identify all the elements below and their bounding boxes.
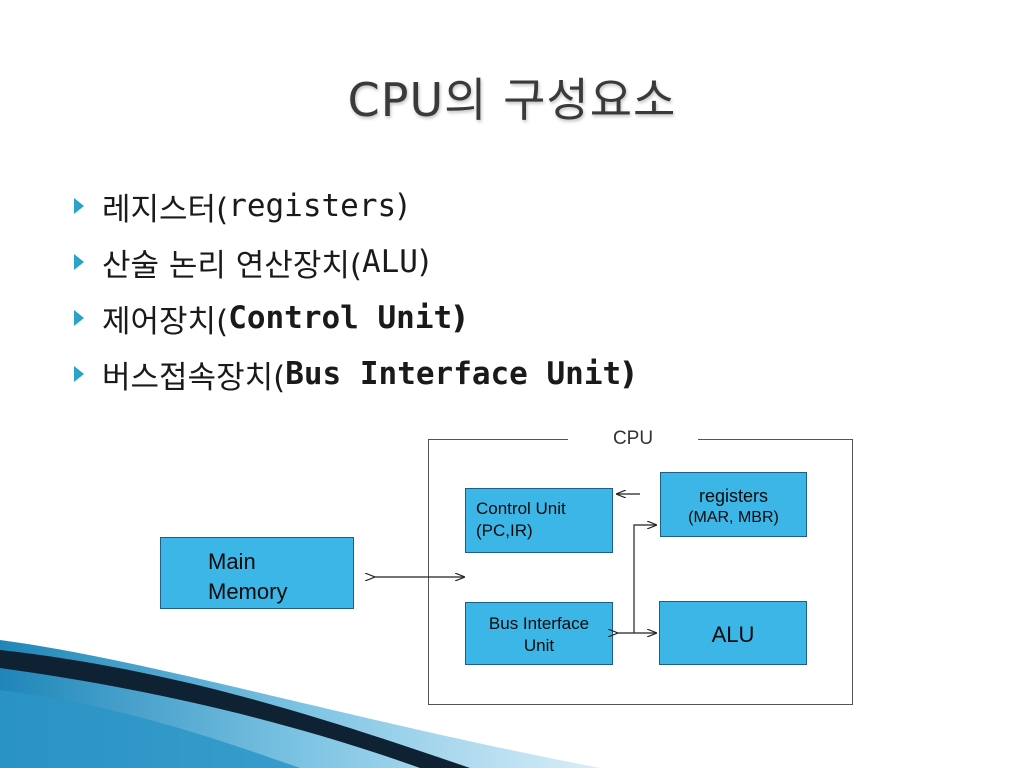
registers-line1: registers <box>698 486 769 506</box>
alu-box: ALU <box>659 601 807 665</box>
bullet-registers: 레지스터(registers) <box>74 178 635 234</box>
registers-line2: (MAR, MBR) <box>688 509 779 526</box>
bullet-control-unit: 제어장치(Control Unit) <box>74 290 635 346</box>
bullet-suffix: ) <box>396 188 409 224</box>
slide-title: CPU의 구성요소 <box>347 73 677 127</box>
bullet-term: Bus Interface Unit <box>285 356 622 392</box>
triangle-bullet-icon <box>74 254 84 270</box>
biu-registers-connector <box>633 525 656 633</box>
bullet-text: 산술 논리 연산장치( <box>102 247 362 284</box>
bus-interface-unit-box: Bus Interface Unit <box>465 602 613 665</box>
main-memory-box: Main Memory <box>160 537 354 609</box>
bullet-text: 레지스터( <box>102 191 229 228</box>
triangle-bullet-icon <box>74 366 84 382</box>
bullet-text: 제어장치( <box>102 303 229 340</box>
biu-line2: Unit <box>523 636 555 655</box>
cpu-label: CPU <box>568 428 698 450</box>
biu-line1: Bus Interface <box>488 614 590 633</box>
main-memory-line1: Main <box>208 549 256 574</box>
control-unit-box: Control Unit (PC,IR) <box>465 488 613 553</box>
bullet-bus-interface-unit: 버스접속장치(Bus Interface Unit) <box>74 346 635 402</box>
alu-label: ALU <box>711 622 755 647</box>
bullet-list: 레지스터(registers) 산술 논리 연산장치(ALU) 제어장치(Con… <box>74 178 635 402</box>
control-unit-line1: Control Unit <box>476 499 566 518</box>
bullet-term: ALU <box>361 244 418 280</box>
bullet-text: 버스접속장치( <box>102 359 286 396</box>
triangle-bullet-icon <box>74 198 84 214</box>
control-unit-line2: (PC,IR) <box>476 521 533 540</box>
bullet-suffix: ) <box>417 244 431 280</box>
bullet-suffix: ) <box>621 356 636 392</box>
registers-box: registers (MAR, MBR) <box>660 472 807 537</box>
bullet-term: Control Unit <box>228 300 453 336</box>
triangle-bullet-icon <box>74 310 84 326</box>
main-memory-line2: Memory <box>208 579 288 604</box>
bullet-term: registers <box>228 188 397 224</box>
bullet-alu: 산술 논리 연산장치(ALU) <box>74 234 635 290</box>
bullet-suffix: ) <box>452 300 467 336</box>
